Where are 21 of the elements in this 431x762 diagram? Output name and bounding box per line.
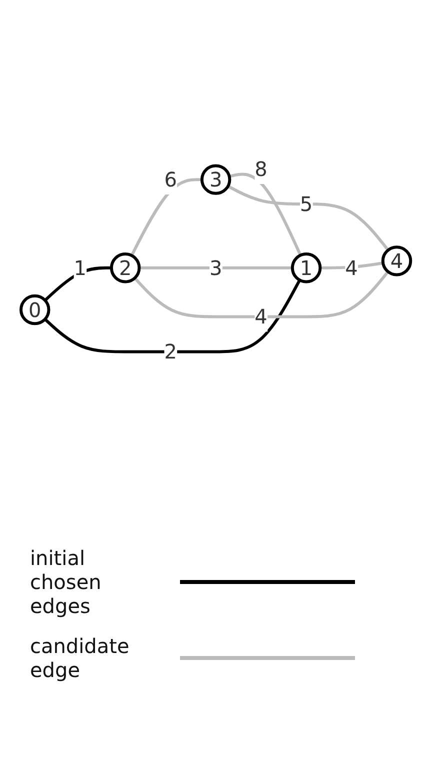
edge-label: 5: [300, 192, 312, 216]
edge-label: 3: [209, 255, 222, 280]
node-circle: 2: [110, 252, 140, 283]
edge-label: 4: [344, 255, 358, 280]
connector: [138, 266, 292, 269]
connector: [228, 172, 302, 256]
legend-label: candidate edge: [30, 634, 130, 682]
edge-label: 2: [164, 339, 177, 364]
edge-label: 6: [164, 167, 177, 192]
connector: [226, 184, 389, 251]
connector: [44, 278, 301, 353]
edge-label: 4: [254, 304, 268, 328]
node-circle: 1: [290, 252, 322, 283]
node-circle: 0: [19, 294, 50, 325]
edge-label: 1: [73, 255, 86, 280]
connector: [133, 270, 389, 318]
legend-label: initial chosen edges: [30, 546, 102, 618]
node-circle: 4: [381, 245, 412, 276]
connector: [130, 178, 202, 256]
node-circle: 3: [200, 164, 231, 195]
edge-label: 8: [254, 156, 268, 181]
